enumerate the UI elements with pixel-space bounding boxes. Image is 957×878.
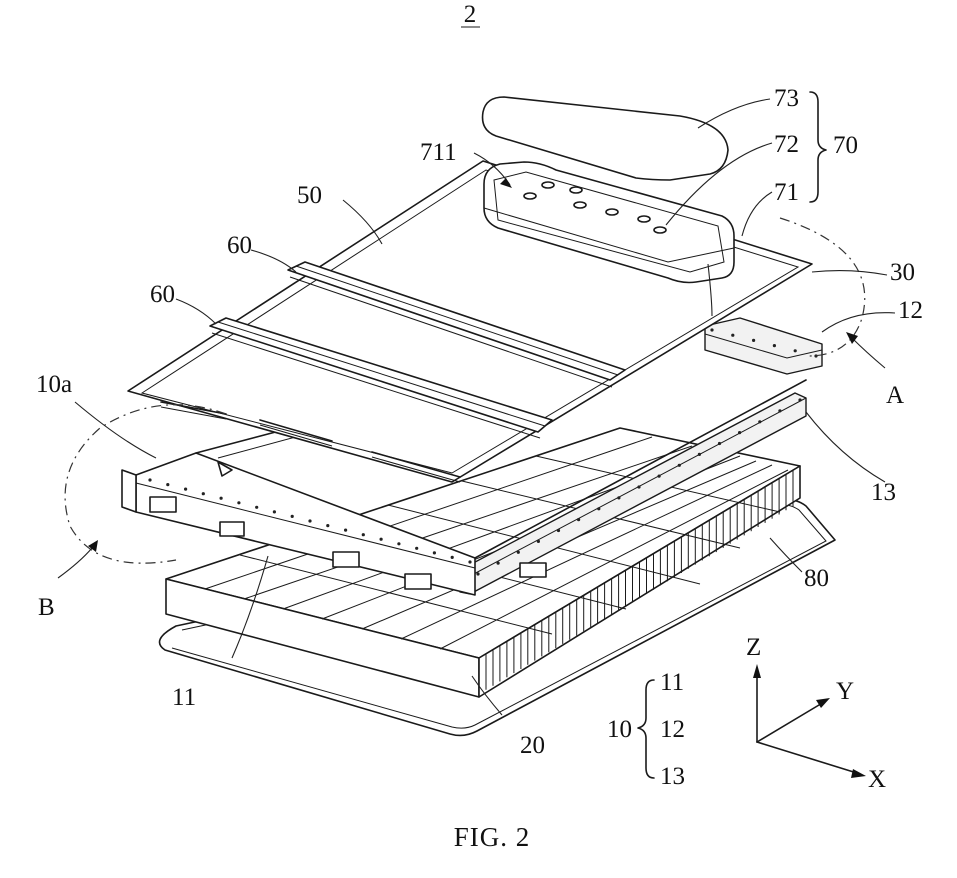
bolt-hole (773, 344, 776, 347)
bolt-hole (738, 431, 741, 434)
legend-item-13: 13 (660, 763, 685, 790)
label-13: 13 (871, 479, 896, 506)
figure-caption: FIG. 2 (454, 822, 531, 852)
bolt-hole (476, 572, 479, 575)
bolt-hole (617, 496, 620, 499)
axis-x-label: X (868, 766, 886, 793)
axis-y-label: Y (836, 678, 854, 705)
legend-item-12: 12 (660, 716, 685, 743)
bolt-hole (184, 488, 187, 491)
bolt-hole (433, 551, 436, 554)
bolt-hole (758, 420, 761, 423)
bolt-hole (202, 492, 205, 495)
bolt-hole (220, 497, 223, 500)
bolt-hole (255, 506, 258, 509)
bolt-hole (291, 515, 294, 518)
bolt-hole (380, 538, 383, 541)
label-a: A (886, 382, 904, 409)
bolt-hole (362, 533, 365, 536)
label-10a: 10a (36, 371, 72, 398)
bolt-hole (237, 501, 240, 504)
bolt-hole (637, 485, 640, 488)
label-71: 71 (774, 179, 799, 206)
brace-70 (810, 92, 826, 202)
bolt-hole (678, 464, 681, 467)
legend-item-11: 11 (660, 669, 684, 696)
bolt-hole (468, 560, 471, 563)
axis-z-label: Z (746, 634, 761, 661)
bolt-hole (517, 551, 520, 554)
bolt-hole (597, 507, 600, 510)
arrow-b (58, 540, 98, 578)
bolt-hole (415, 547, 418, 550)
label-711: 711 (420, 139, 457, 166)
bolt-hole (397, 542, 400, 545)
label-30: 30 (890, 259, 915, 286)
figure-number: 2 (464, 1, 477, 28)
label-70: 70 (833, 132, 858, 159)
bolt-hole (273, 510, 276, 513)
label-11: 11 (172, 684, 196, 711)
bolt-hole (731, 334, 734, 337)
bolt-hole (710, 328, 713, 331)
bolt-hole (308, 519, 311, 522)
label-12: 12 (898, 297, 923, 324)
label-20: 20 (520, 732, 545, 759)
bolt-hole (752, 339, 755, 342)
bolt-hole (718, 442, 721, 445)
label-50: 50 (297, 182, 322, 209)
bolt-hole (778, 409, 781, 412)
bolt-hole (451, 556, 454, 559)
bolt-hole (698, 453, 701, 456)
bolt-hole (557, 529, 560, 532)
label-60-upper: 60 (227, 232, 252, 259)
bolt-hole (326, 524, 329, 527)
label-80: 80 (804, 565, 829, 592)
bolt-hole (537, 540, 540, 543)
label-60-lower: 60 (150, 281, 175, 308)
label-b: B (38, 594, 55, 621)
bolt-hole (344, 529, 347, 532)
brace-10 (638, 680, 654, 778)
bolt-hole (497, 562, 500, 565)
bolt-hole (794, 349, 797, 352)
arrow-a (846, 332, 885, 368)
label-72: 72 (774, 131, 799, 158)
bolt-hole (658, 475, 661, 478)
bolt-hole (577, 518, 580, 521)
bolt-hole (798, 398, 801, 401)
bolt-hole (148, 478, 151, 481)
label-73: 73 (774, 85, 799, 112)
bolt-hole (166, 483, 169, 486)
legend-group-10: 10 (607, 716, 632, 743)
